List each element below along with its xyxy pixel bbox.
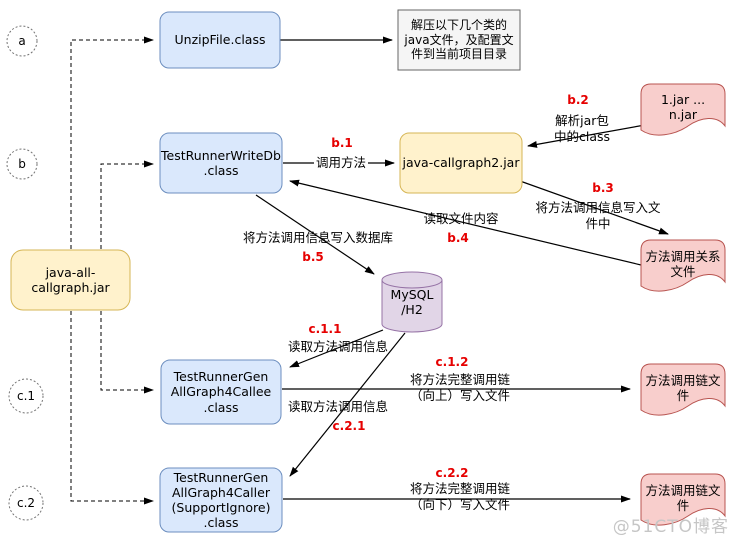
gen-caller-shape bbox=[159, 467, 283, 533]
dashed-edge-to-unzip bbox=[70, 36, 154, 249]
node-jar-files: 1.jar ... n.jar bbox=[660, 91, 706, 122]
badge-a: a bbox=[18, 34, 26, 48]
gen-callee-shape bbox=[160, 359, 282, 425]
edge-b2 bbox=[527, 124, 646, 148]
edge-tag-c11: c.1.1 bbox=[308, 322, 342, 336]
edge-label-b2: 解析jar包 中的class bbox=[553, 113, 611, 144]
edge-tag-b5: b.5 bbox=[302, 250, 324, 264]
dashed-edge-to-callee bbox=[100, 311, 154, 394]
edge-b3 bbox=[519, 180, 669, 235]
edge-tag-b4: b.4 bbox=[447, 231, 469, 245]
badge-a-circle bbox=[6, 25, 38, 57]
badge-b: b bbox=[18, 157, 26, 171]
badge-c2: c.2 bbox=[16, 496, 36, 510]
badge-c1: c.1 bbox=[16, 389, 36, 403]
edge-b4 bbox=[289, 179, 642, 266]
edge-label-b5: 将方法调用信息写入数据库 bbox=[242, 230, 394, 245]
watermark: @51CTO博客 bbox=[612, 517, 729, 537]
edge-tag-b1: b.1 bbox=[331, 136, 353, 150]
java-all-callgraph-shape bbox=[10, 249, 131, 311]
node-chain-file-up: 方法调用链文 件 bbox=[645, 372, 721, 403]
edge-tag-c12: c.1.2 bbox=[435, 355, 469, 369]
node-database: MySQL /H2 bbox=[390, 286, 434, 317]
jar-files-shape bbox=[640, 83, 726, 136]
node-gen-caller: TestRunnerGen AllGraph4Caller (SupportIg… bbox=[171, 469, 271, 531]
dashed-edge-to-writedb bbox=[100, 160, 154, 249]
node-relation-file: 方法调用关系 文件 bbox=[645, 248, 721, 279]
node-gen-callee: TestRunnerGen AllGraph4Callee .class bbox=[170, 369, 272, 415]
edge-b5 bbox=[255, 194, 375, 275]
edge-label-c11: 读取方法调用信息 bbox=[287, 339, 389, 354]
dashed-edge-to-caller bbox=[70, 311, 154, 505]
edge-tag-c22: c.2.2 bbox=[435, 466, 469, 480]
node-java-callgraph2: java-callgraph2.jar bbox=[402, 155, 520, 171]
unzip-file-shape bbox=[159, 11, 281, 69]
java-callgraph2-shape bbox=[399, 132, 523, 194]
edge-c21 bbox=[289, 332, 406, 477]
edge-label-b4: 读取文件内容 bbox=[423, 211, 499, 226]
chain-file-down-shape bbox=[640, 473, 726, 526]
edge-label-b3: 将方法调用信息写入文件中 bbox=[535, 200, 661, 231]
chain-file-up-shape bbox=[640, 363, 726, 416]
node-unzip-file: UnzipFile.class bbox=[174, 32, 266, 48]
edge-label-b1: 调用方法 bbox=[313, 155, 369, 171]
edge-label-c21: 读取方法调用信息 bbox=[287, 399, 389, 414]
edge-tag-b3: b.3 bbox=[592, 181, 614, 195]
note-text: 解压以下几个类的 java文件，及配置文 件到当前项目目录 bbox=[404, 18, 514, 62]
node-writedb: TestRunnerWriteDb .class bbox=[161, 147, 281, 178]
edge-tag-b2: b.2 bbox=[567, 93, 589, 107]
node-java-all-callgraph: java-all- callgraph.jar bbox=[31, 264, 110, 295]
relation-file-shape bbox=[640, 239, 726, 292]
badge-c1-circle bbox=[8, 378, 44, 414]
edge-label-c12: 将方法完整调用链 （向上）写入文件 bbox=[409, 372, 511, 403]
note-shape bbox=[397, 9, 521, 71]
badge-c2-circle bbox=[8, 485, 44, 521]
writedb-shape bbox=[159, 132, 283, 194]
node-chain-file-down: 方法调用链文 件 bbox=[645, 482, 721, 513]
database-shape bbox=[381, 271, 443, 333]
edge-label-c22: 将方法完整调用链 （向下）写入文件 bbox=[409, 481, 511, 512]
badge-b-circle bbox=[6, 148, 38, 180]
edge-tag-c21: c.2.1 bbox=[332, 419, 366, 433]
edge-c11 bbox=[289, 329, 384, 368]
